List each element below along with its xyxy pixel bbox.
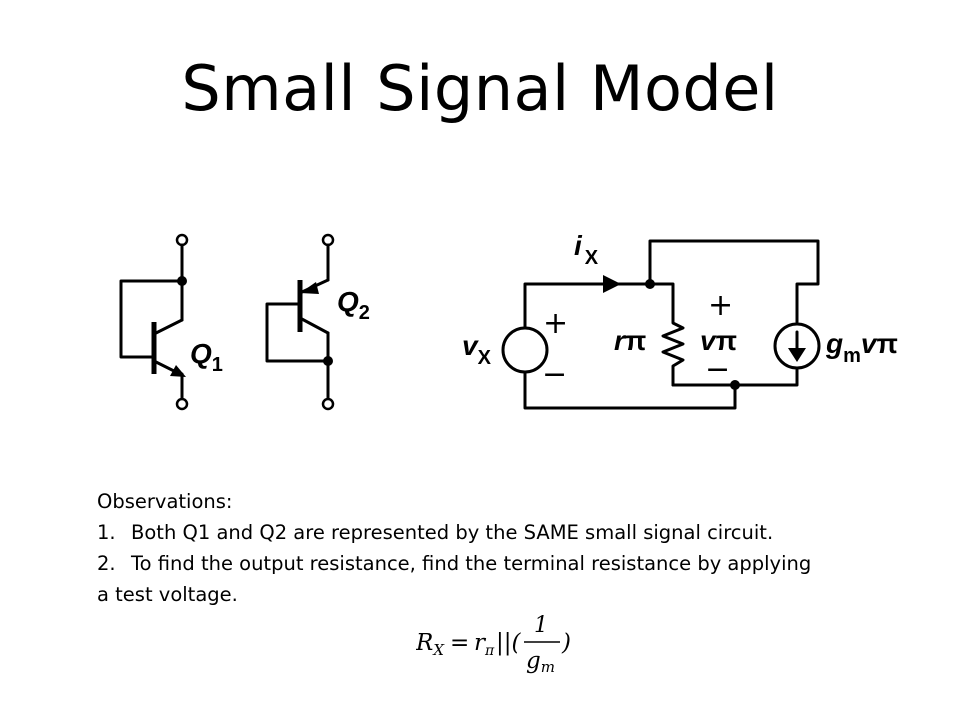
vx-plus: + bbox=[543, 306, 568, 341]
observation-2-continuation: a test voltage. bbox=[97, 583, 238, 606]
formula-r-sub: π bbox=[484, 643, 495, 659]
slide-title: Small Signal Model bbox=[181, 52, 779, 125]
formula-denominator: g bbox=[526, 648, 541, 674]
output-resistance-formula: RX = rπ ||( 1 gm ) bbox=[416, 613, 571, 676]
ix-sub: X bbox=[585, 247, 599, 269]
q2-emitter-arrow bbox=[300, 282, 319, 294]
observation-2-text: To find the output resistance, find the … bbox=[131, 552, 812, 575]
formula-close-paren: ) bbox=[561, 630, 571, 656]
svg-text:gmvπ: gmvπ bbox=[825, 328, 898, 367]
observation-1-number: 1. bbox=[97, 521, 116, 544]
observation-1: 1. Both Q1 and Q2 are represented by the … bbox=[97, 517, 947, 548]
svg-text:rπ: rπ bbox=[614, 325, 646, 356]
gm-current-arrow bbox=[788, 348, 806, 362]
gm-v-sub: π bbox=[876, 328, 897, 359]
svg-text:gm: gm bbox=[526, 648, 555, 676]
q2-collector-node bbox=[323, 356, 333, 366]
observation-2: 2. To find the output resistance, find th… bbox=[97, 548, 947, 579]
r-pi-resistor bbox=[648, 282, 685, 387]
gm-sub: m bbox=[843, 345, 861, 367]
vpi-plus: + bbox=[708, 288, 733, 323]
vpi-sub: π bbox=[716, 325, 737, 356]
q2-bottom-terminal bbox=[321, 397, 335, 411]
bottom-node bbox=[730, 380, 740, 390]
r-pi-label: r bbox=[614, 325, 627, 356]
observation-1-text: Both Q1 and Q2 are represented by the SA… bbox=[131, 521, 774, 544]
q1-label: Q bbox=[190, 338, 212, 369]
vpi-minus: − bbox=[705, 352, 730, 387]
svg-text:iX: iX bbox=[574, 230, 599, 269]
formula-parallel: ||( bbox=[496, 630, 521, 656]
ix-label: i bbox=[574, 230, 583, 261]
formula-lhs: R bbox=[416, 630, 433, 656]
observation-2-number: 2. bbox=[97, 552, 116, 575]
formula-equals: = bbox=[450, 630, 469, 656]
vx-minus: − bbox=[542, 357, 567, 392]
formula-lhs-sub: X bbox=[432, 641, 445, 659]
gm-v-label: v bbox=[861, 328, 878, 359]
q1-transistor: Q1 bbox=[119, 233, 223, 411]
svg-text:Q1: Q1 bbox=[190, 338, 223, 376]
gm-label: g bbox=[825, 328, 843, 359]
svg-text:vX: vX bbox=[462, 330, 492, 369]
formula-denominator-sub: m bbox=[541, 658, 555, 676]
r-pi-sub: π bbox=[625, 325, 646, 356]
gm-current-source-circle bbox=[773, 322, 821, 370]
observations: Observations: 1. Both Q1 and Q2 are repre… bbox=[97, 486, 947, 610]
vpi-label: v bbox=[700, 325, 717, 356]
q1-sub: 1 bbox=[212, 354, 223, 376]
formula-numerator: 1 bbox=[534, 613, 548, 638]
svg-text:rπ: rπ bbox=[474, 630, 495, 659]
formula-r: r bbox=[474, 630, 487, 656]
svg-text:RX: RX bbox=[416, 630, 445, 659]
vx-label: v bbox=[462, 330, 479, 361]
svg-text:Q2: Q2 bbox=[337, 286, 370, 324]
vx-source-circle bbox=[501, 326, 549, 374]
q2-transistor: Q2 bbox=[265, 233, 370, 411]
q1-bottom-terminal bbox=[175, 397, 189, 411]
q2-sub: 2 bbox=[359, 302, 370, 324]
svg-text:vπ: vπ bbox=[700, 325, 737, 356]
q2-label: Q bbox=[337, 286, 359, 317]
observations-heading: Observations: bbox=[97, 490, 233, 513]
vx-sub: X bbox=[478, 347, 492, 369]
